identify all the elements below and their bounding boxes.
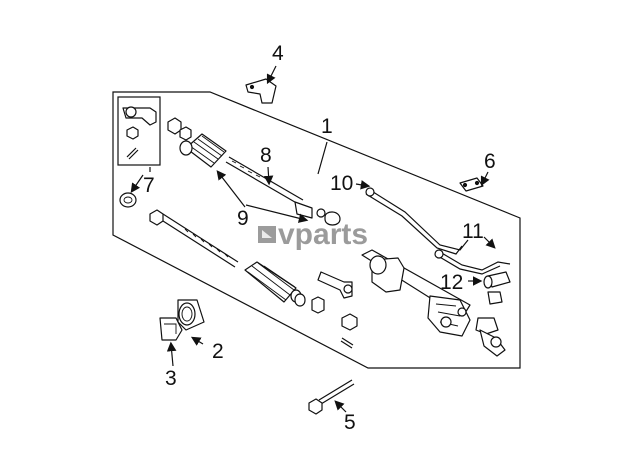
callout-3: 3 [165,367,177,390]
leader-lines [130,65,496,413]
mount-clamp [159,317,183,341]
callout-2: 2 [212,340,224,363]
watermark: vparts [258,218,368,251]
kit-nut [126,126,139,140]
mount-bolt [308,379,355,415]
lower-nut-a [311,296,325,314]
kit-box-7 [117,96,161,166]
return-line [439,251,511,271]
upper-nut-b [179,126,192,141]
fitting-12 [483,271,511,305]
callout-12: 12 [440,271,463,294]
callout-8: 8 [260,144,272,167]
callout-9: 9 [237,207,249,230]
mount-plate [459,177,484,192]
pressure-line [369,189,469,251]
callout-10: 10 [330,172,353,195]
upper-boot [179,133,227,168]
callout-1: 1 [321,115,333,138]
lower-inner-tie-rod [149,209,239,268]
watermark-text: vparts [278,218,368,251]
lower-cotter-pin [340,337,354,349]
lower-boot-clamp [294,293,306,307]
upper-nut-a [167,117,182,135]
lower-nut-b [341,313,358,331]
rack-housing [361,249,506,357]
outer-tie-rod-end [317,271,353,299]
callout-11: 11 [462,220,484,243]
kit-tie-rod-end [122,106,157,126]
kit-cotter-pin [126,147,139,160]
mount-bracket [245,78,277,104]
boot-clamp [119,192,137,208]
assembly-outline [112,91,521,369]
mount-bushing [177,299,205,331]
clamp-near-9 [324,211,341,226]
callout-6: 6 [484,150,496,173]
lower-boot [244,261,302,303]
callout-4: 4 [272,42,284,65]
callout-7: 7 [143,174,155,197]
callout-5: 5 [344,411,356,434]
